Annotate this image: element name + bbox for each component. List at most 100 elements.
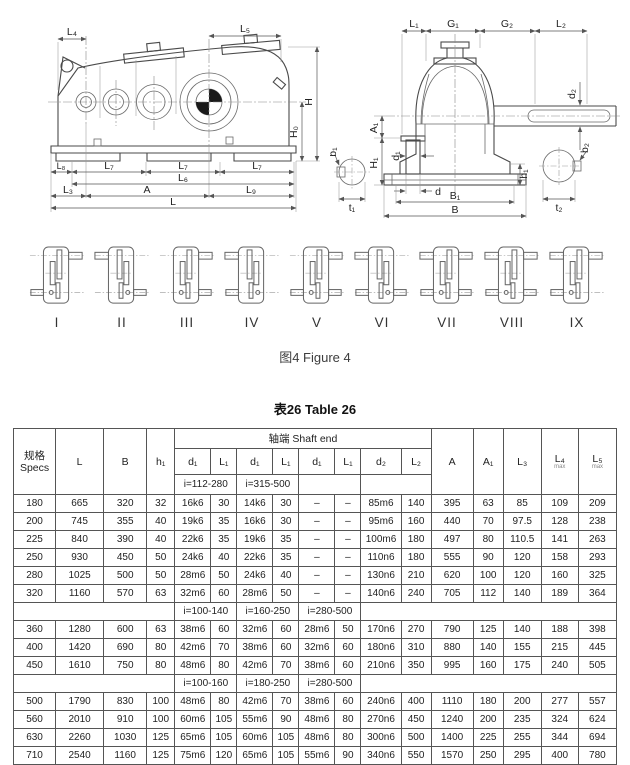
cell-value: 745 (55, 512, 105, 531)
cell-value: 995 (430, 656, 474, 675)
dimension-labels: L₁ G₁ G₂ L₂ d₂ A₁ H₁ d₁ h₁ d B₁ B b₁ t₁ … (330, 18, 591, 216)
cell-value: 120 (502, 566, 542, 585)
dim-label-H1: H₁ (368, 157, 380, 169)
variant-label: VII (437, 315, 457, 330)
cell-value: 32m6 (298, 638, 336, 657)
cell-value: 38m6 (298, 692, 336, 711)
cell-value: 750 (103, 656, 148, 675)
cell-value: – (334, 566, 362, 585)
stub-bottom-right (198, 289, 212, 296)
cell-value: 16k6 (236, 512, 274, 531)
cell-value: – (334, 530, 362, 549)
stub-bottom-right (393, 289, 407, 296)
cell-value: 450 (400, 710, 432, 729)
stub-top-left (419, 251, 434, 260)
cell-value: 300n6 (360, 728, 402, 747)
cell-value: 180 (400, 548, 432, 567)
cell-value: 600 (103, 620, 148, 639)
cell-value: 225 (12, 530, 57, 549)
cell-value: 255 (502, 728, 542, 747)
cell-value: 141 (540, 530, 579, 549)
cell-value: 500 (103, 566, 148, 585)
cell-value: 55m6 (236, 710, 274, 729)
cell-blank (12, 674, 176, 693)
cell-value: 1790 (55, 692, 105, 711)
figure-end-view: L₁ G₁ G₂ L₂ d₂ A₁ H₁ d₁ h₁ d B₁ B b₁ t₁ … (330, 18, 622, 219)
variant-item: II (93, 244, 151, 330)
cell-ratio: i=180-250 (236, 674, 300, 693)
cell-ratio: i=100-160 (174, 674, 238, 693)
header-A1: A₁ (472, 428, 504, 495)
cell-value: 60m6 (236, 728, 274, 747)
cell-value: 125 (472, 620, 504, 639)
variant-diagram (159, 246, 215, 304)
stub-top-right (198, 251, 213, 260)
header-A: A (430, 428, 474, 495)
header-L: L (55, 428, 105, 495)
dim-label-b1: b₁ (330, 147, 339, 157)
cell-value: 140 (502, 584, 542, 603)
cell-value: 60 (272, 638, 300, 657)
dim-label-G2: G₂ (501, 18, 513, 30)
stub-bottom-left (420, 289, 434, 296)
cell-value: 35 (210, 512, 238, 531)
stub-top-left (354, 251, 369, 260)
cell-value: 63 (146, 620, 176, 639)
stub-top-right (458, 251, 473, 260)
header-sub: L₁ (210, 448, 238, 475)
cell-value: – (298, 548, 336, 567)
cell-value: 80 (472, 530, 504, 549)
cell-value: 100 (146, 710, 176, 729)
cell-value: 560 (12, 710, 57, 729)
cell-value: 270 (400, 620, 432, 639)
cell-value: 350 (400, 656, 432, 675)
dim-label-G1: G₁ (447, 18, 459, 30)
cell-value: 80 (146, 638, 176, 657)
cell-value: 445 (577, 638, 618, 657)
dim-label-d2: d₂ (566, 89, 578, 99)
cell-value: 100 (472, 566, 504, 585)
cell-value: 180 (12, 494, 57, 513)
key-section-left (334, 156, 370, 189)
variant-label: II (117, 315, 127, 330)
dim-label-d: d (435, 186, 441, 198)
cell-ratio: i=280-500 (298, 602, 362, 621)
cell-value: 189 (540, 584, 579, 603)
cell-value: – (334, 494, 362, 513)
cell-value: 19k6 (174, 512, 212, 531)
cell-value: 32m6 (174, 584, 212, 603)
variant-diagram (484, 246, 540, 304)
cell-value: 63 (472, 494, 504, 513)
cell-value: 42m6 (236, 656, 274, 675)
cell-value: 80 (210, 692, 238, 711)
cell-value: 110.5 (502, 530, 542, 549)
cell-value: 28m6 (236, 584, 274, 603)
cell-value: 1110 (430, 692, 474, 711)
cell-value: 60 (334, 692, 362, 711)
variant-internals (568, 249, 583, 299)
cell-value: 830 (103, 692, 148, 711)
variant-label: IV (244, 315, 260, 330)
variant-item: VI (353, 244, 411, 330)
dim-label-L5: L₅ (240, 23, 250, 35)
cell-value: 400 (12, 638, 57, 657)
cell-value: 344 (540, 728, 579, 747)
header-B: B (103, 428, 148, 495)
cell-value: 557 (577, 692, 618, 711)
cell-value: 200 (12, 512, 57, 531)
cell-value: 38m6 (298, 656, 336, 675)
variant-internals (376, 249, 391, 299)
cell-value: 880 (430, 638, 474, 657)
cell-value: 180 (472, 692, 504, 711)
variant-item: V (288, 244, 346, 330)
cell-value: 85 (502, 494, 542, 513)
cell-value: 320 (12, 584, 57, 603)
cell-value: 22k6 (174, 530, 212, 549)
cell-value: 128 (540, 512, 579, 531)
cell-value: 1280 (55, 620, 105, 639)
dim-label-H0: H₀ (288, 126, 300, 138)
cell-value: 140 (472, 638, 504, 657)
cell-value: 440 (430, 512, 474, 531)
cell-blank (360, 602, 617, 621)
